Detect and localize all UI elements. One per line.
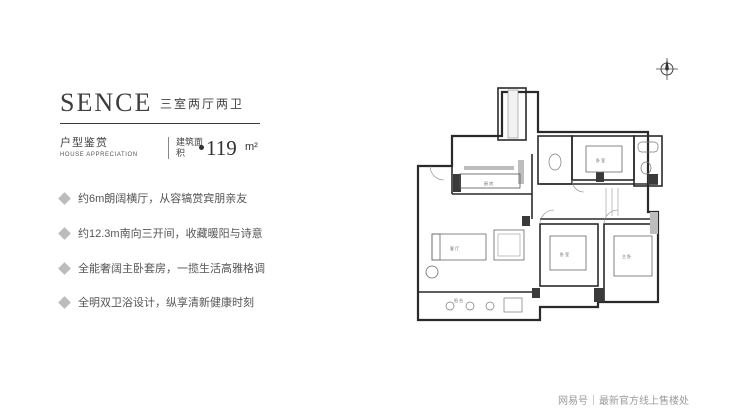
brand-title: SENCE (60, 88, 153, 117)
feature-text: 全能奢阔主卧套房，一揽生活高雅格调 (78, 263, 265, 275)
section-label-cn: 户型鉴赏 (60, 137, 108, 149)
diamond-bullet-icon (58, 227, 71, 240)
footer-site: 网易号 (558, 396, 588, 407)
area-label: 建筑面积 (176, 137, 204, 158)
svg-text:卧 室: 卧 室 (596, 157, 605, 163)
diamond-bullet-icon (58, 296, 71, 309)
footer-text: 最新官方线上售楼处 (599, 396, 689, 407)
diamond-bullet-icon (58, 192, 71, 205)
feature-text: 全明双卫浴设计，纵享清新健康时刻 (78, 297, 254, 309)
feature-item: 约12.3m南向三开间，收藏暖阳与诗意 (58, 226, 290, 242)
feature-item: 全能奢阔主卧套房，一揽生活高雅格调 (58, 261, 290, 277)
layout-type: 三室两厅两卫 (160, 97, 245, 111)
svg-text:主 卧: 主 卧 (622, 253, 631, 259)
svg-text:厨 房: 厨 房 (484, 180, 493, 186)
info-divider (168, 137, 169, 159)
section-label-en: HOUSE APPRECIATION (60, 152, 138, 158)
area-unit: m² (245, 141, 258, 153)
feature-text: 约12.3m南向三开间，收藏暖阳与诗意 (78, 228, 263, 240)
info-row: 户型鉴赏 HOUSE APPRECIATION 建筑面积 119 m² (60, 136, 260, 166)
svg-text:卧 室: 卧 室 (560, 251, 569, 257)
area-dot-icon (199, 145, 204, 150)
footer-divider (593, 395, 594, 405)
footer-watermark: 网易号最新官方线上售楼处 (558, 395, 738, 409)
feature-text: 约6m朗阔横厅，从容犒赏宾朋亲友 (78, 193, 248, 205)
svg-text:阳 台: 阳 台 (454, 297, 463, 303)
feature-item: 约6m朗阔横厅，从容犒赏宾朋亲友 (58, 191, 290, 207)
svg-text:客 厅: 客 厅 (450, 245, 459, 251)
diamond-bullet-icon (58, 262, 71, 275)
title-block: SENCE 三室两厅两卫 (60, 88, 260, 128)
floor-plan: 厨 房 客 厅 阳 台 卧 室 卧 室 主 卧 (416, 87, 663, 322)
feature-item: 全明双卫浴设计，纵享清新健康时刻 (58, 295, 290, 311)
area-value: 119 (206, 136, 237, 160)
title-divider (60, 123, 260, 124)
compass-icon (656, 58, 678, 80)
